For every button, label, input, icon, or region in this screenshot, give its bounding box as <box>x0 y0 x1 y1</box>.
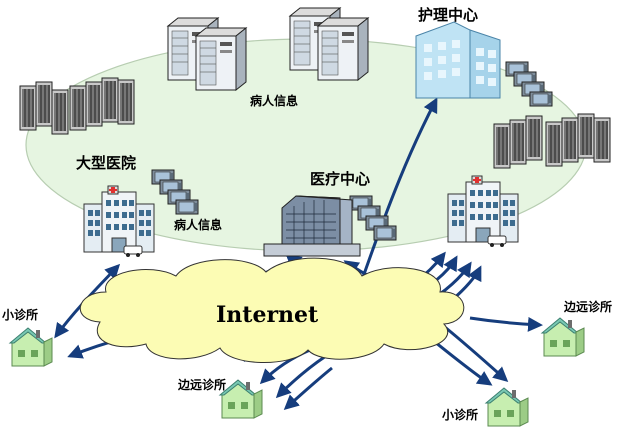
label-patient-info-top: 病人信息 <box>250 94 299 108</box>
clinic-house-icon <box>219 379 263 419</box>
label-small-clinic-left: 小诊所 <box>2 308 39 322</box>
office-building-icon <box>415 21 501 99</box>
clinic-house-icon <box>9 327 53 367</box>
medical-center-building-icon <box>263 195 361 257</box>
label-large-hospital: 大型医院 <box>76 154 137 172</box>
internet-cloud <box>80 257 465 364</box>
label-patient-info-left: 病人信息 <box>174 218 223 232</box>
clinic-house-icon <box>541 317 585 357</box>
label-small-clinic-bottom: 小诊所 <box>442 408 479 422</box>
server-rack-icon <box>493 113 611 169</box>
label-nursing-center: 护理中心 <box>418 6 479 24</box>
label-medical-center: 医疗中心 <box>310 170 371 188</box>
clinic-house-icon <box>485 387 529 427</box>
label-remote-clinic-bottom: 边远诊所 <box>178 378 227 392</box>
label-remote-clinic-right: 边远诊所 <box>564 300 613 314</box>
label-internet: Internet <box>216 302 319 328</box>
